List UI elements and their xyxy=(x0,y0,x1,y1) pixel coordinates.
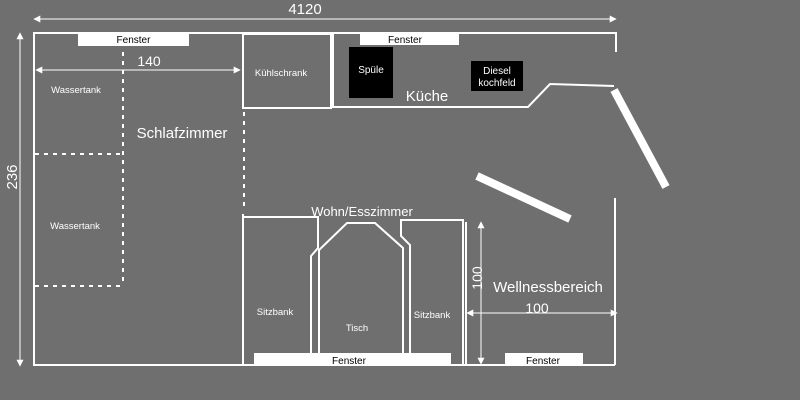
total-height-label: 236 xyxy=(4,164,21,189)
water-tank-1-label: Wassertank xyxy=(51,85,101,96)
room-label-wellness: Wellnessbereich xyxy=(493,279,603,296)
diesel-stove-label-line1: Diesel xyxy=(483,66,511,77)
entrance-door-leaf xyxy=(610,88,670,189)
water-tank-2-label: Wassertank xyxy=(50,221,100,232)
table-label: Tisch xyxy=(346,323,368,334)
dining-table xyxy=(318,222,404,357)
total-width-label: 4120 xyxy=(288,1,321,18)
dashed-partitions xyxy=(35,52,245,287)
sink xyxy=(349,47,393,98)
diesel-stove xyxy=(471,61,523,91)
bench-right xyxy=(400,219,464,364)
fridge-label: Kühlschrank xyxy=(255,68,308,79)
room-label-living: Wohn/Esszimmer xyxy=(311,204,413,219)
doors xyxy=(475,88,670,223)
window-bedroom-top-label: Fenster xyxy=(117,35,152,46)
window-living-bottom xyxy=(254,353,451,366)
kitchen-counter xyxy=(332,34,615,108)
room-label-kitchen: Küche xyxy=(406,88,449,105)
wellness-door-leaf xyxy=(475,172,572,223)
room-label-bedroom: Schlafzimmer xyxy=(137,125,228,142)
diesel-stove-label-line2: kochfeld xyxy=(478,78,515,89)
window-wellness-bottom-label: Fenster xyxy=(526,356,561,367)
dining-furniture xyxy=(244,216,464,364)
bench-right-label: Sitzbank xyxy=(414,310,451,321)
window-wellness-bottom xyxy=(505,353,583,366)
dimension-lines xyxy=(16,15,618,367)
bench-left xyxy=(244,216,319,356)
bedroom-width-label: 140 xyxy=(137,53,161,69)
walls xyxy=(33,32,617,366)
fridge-unit xyxy=(242,33,332,109)
wellness-width-label: 100 xyxy=(525,300,549,316)
window-kitchen-top-label: Fenster xyxy=(388,35,423,46)
sink-label: Spüle xyxy=(358,65,384,76)
windows: Fenster Fenster Fenster Fenster xyxy=(78,32,583,367)
bench-left-label: Sitzbank xyxy=(257,307,294,318)
wellness-height-label: 100 xyxy=(469,266,485,290)
outer-wall xyxy=(33,32,617,366)
window-bedroom-top xyxy=(78,32,189,46)
window-living-bottom-label: Fenster xyxy=(332,356,367,367)
window-kitchen-top xyxy=(360,32,459,45)
